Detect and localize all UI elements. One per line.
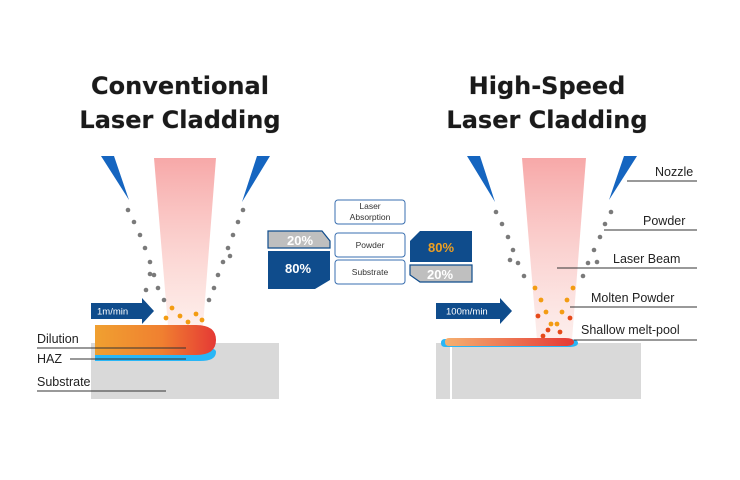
powder-label: Powder (643, 214, 685, 228)
conventional-powder-pct: 20% (287, 233, 313, 248)
haz-label: HAZ (37, 352, 62, 366)
conventional-molten-powder (163, 305, 205, 325)
conventional-nozzle-left (101, 156, 129, 200)
high-speed-powder-stream (493, 209, 614, 279)
laser-beam-label: Laser Beam (613, 252, 680, 266)
high-speed-powder-absorption-shape (410, 231, 472, 262)
conventional-title-line1: Conventional (91, 72, 269, 100)
conventional-substrate-pct: 80% (285, 261, 311, 276)
powder-row-label: Powder (356, 240, 385, 250)
high-speed-title-line1: High-Speed (469, 72, 626, 100)
absorption-legend: Laser Absorption Powder Substrate 20% 80… (267, 199, 473, 289)
high-speed-nozzle-right (609, 156, 637, 200)
substrate-label: Substrate (37, 375, 91, 389)
high-speed-shallow-melt-pool (445, 338, 574, 346)
conventional-powder-stream (125, 207, 246, 303)
substrate-row-box (334, 259, 406, 285)
laser-absorption-label-line2: Absorption (350, 212, 391, 222)
conventional-title-line2: Laser Cladding (79, 106, 280, 134)
conventional-laser-beam (154, 158, 216, 326)
conventional-panel: 1m/min Dilution HAZ Substrate (37, 156, 279, 399)
molten-powder-label: Molten Powder (591, 291, 674, 305)
conventional-speed-label: 1m/min (97, 307, 128, 318)
high-speed-speed-arrow (436, 298, 512, 324)
high-speed-laser-beam (522, 158, 586, 340)
high-speed-substrate-pct: 20% (427, 267, 453, 282)
conventional-substrate-absorption-shape (268, 251, 330, 289)
high-speed-molten-powder (532, 285, 576, 339)
conventional-clad-melt-pool (95, 325, 216, 355)
high-speed-powder-pct: 80% (428, 240, 454, 255)
powder-row-box (334, 232, 406, 258)
dilution-label: Dilution (37, 332, 79, 346)
high-speed-speed-label: 100m/min (446, 307, 488, 318)
laser-absorption-box (334, 199, 406, 225)
shallow-melt-pool-label: Shallow melt-pool (581, 323, 680, 337)
substrate-row-label: Substrate (352, 267, 389, 277)
high-speed-substrate-absorption-shape (409, 264, 473, 283)
laser-absorption-label-line1: Laser (359, 201, 380, 211)
conventional-nozzle-right (242, 156, 270, 202)
high-speed-nozzle-left (467, 156, 495, 202)
high-speed-panel: 100m/min Nozzle Powder Laser Beam Molten… (436, 156, 697, 399)
high-speed-substrate-block (436, 343, 641, 399)
conventional-powder-absorption-shape (267, 230, 331, 249)
high-speed-title-line2: Laser Cladding (446, 106, 647, 134)
nozzle-label: Nozzle (655, 165, 693, 179)
conventional-speed-arrow (91, 298, 154, 324)
